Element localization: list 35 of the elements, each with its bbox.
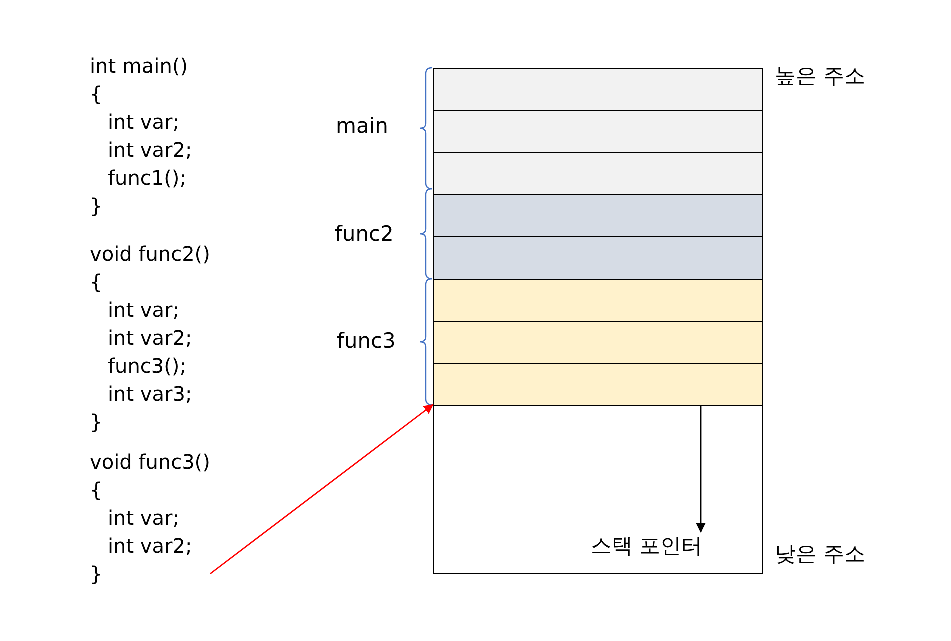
code-line: int var;	[107, 109, 180, 136]
code-line: int var2;	[107, 325, 192, 352]
code-line: {	[90, 81, 103, 108]
arrow	[696, 406, 706, 533]
code-line: int var2;	[107, 533, 192, 560]
stack-frame-cell	[433, 236, 763, 280]
code-line: func1();	[107, 165, 186, 192]
code-line: int main()	[90, 53, 188, 80]
code-line: {	[90, 477, 103, 504]
frame-label: main	[336, 114, 388, 138]
code-line: }	[90, 193, 103, 220]
code-line: int var;	[107, 505, 180, 532]
code-line: func3();	[107, 353, 186, 380]
free-stack-area	[433, 405, 763, 574]
code-line: void func3()	[90, 449, 210, 476]
code-line: int var3;	[107, 381, 192, 408]
stack-frame-cell	[433, 152, 763, 195]
address-label: 낮은 주소	[775, 541, 866, 568]
code-line: void func2()	[90, 241, 210, 268]
code-line: {	[90, 269, 103, 296]
code-line: int var;	[107, 297, 180, 324]
stack-frame-cell	[433, 363, 763, 406]
frame-label: func2	[335, 222, 394, 246]
frame-label: func3	[337, 329, 396, 353]
stack-frame-cell	[433, 110, 763, 153]
stack-frame-cell	[433, 279, 763, 322]
pointer-label: 스택 포인터	[591, 532, 703, 560]
stack-frame-cell	[433, 194, 763, 237]
stack-frame-cell	[433, 68, 763, 111]
code-line: }	[90, 561, 103, 588]
stack-frame-cell	[433, 321, 763, 364]
address-label: 높은 주소	[775, 63, 866, 90]
code-line: }	[90, 409, 103, 436]
code-line: int var2;	[107, 137, 192, 164]
arrow	[210, 404, 434, 575]
